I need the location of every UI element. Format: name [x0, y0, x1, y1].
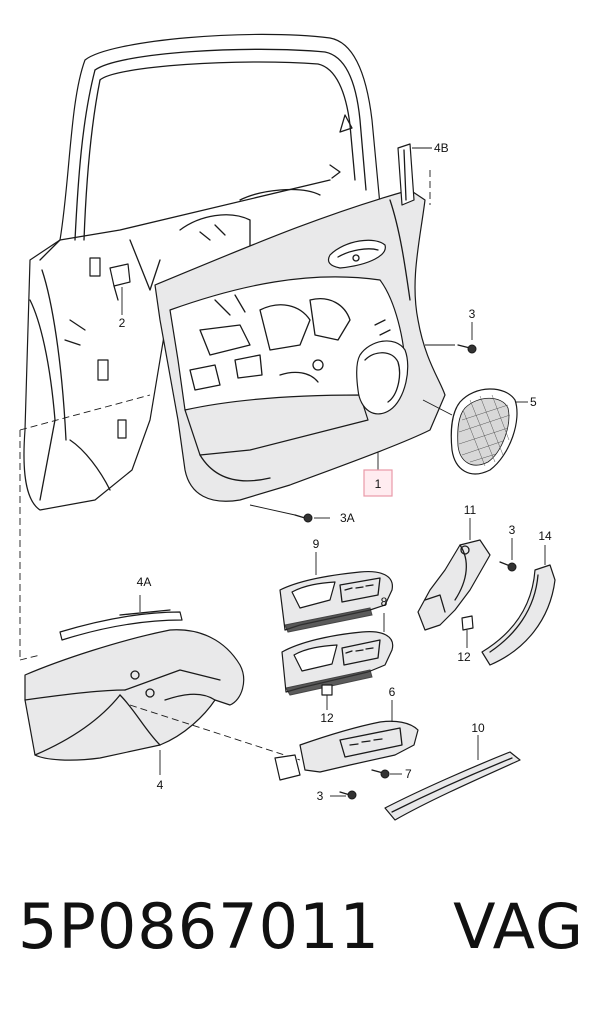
callout-5: 5: [530, 395, 537, 409]
footer: 5P0867011 VAG: [0, 890, 600, 1000]
callout-1: 1: [375, 477, 382, 491]
callout-3-top: 3: [469, 307, 476, 321]
trim-14: [481, 545, 556, 666]
strip-4b: [397, 143, 432, 206]
trim-strip-10: [384, 735, 521, 821]
door-trim-panel: [154, 189, 446, 502]
bracket-2: [109, 263, 131, 315]
exploded-parts-diagram: 1 2 3 3A 4B 5 9 8 11 3 14 12 4A 4 12 6 7…: [19, 33, 556, 821]
screw-7: [371, 769, 402, 779]
armrest-4: [24, 595, 245, 775]
part-number: 5P0867011: [18, 890, 380, 963]
callout-11: 11: [464, 503, 477, 517]
callout-4: 4: [157, 778, 164, 792]
callout-3-mid: 3: [509, 523, 516, 537]
callout-3-bottom: 3: [317, 789, 324, 803]
brand-name: VAG: [453, 890, 584, 963]
callout-labels: 1 2 3 3A 4B 5 9 8 11 3 14 12 4A 4 12 6 7…: [119, 141, 552, 803]
callout-9: 9: [313, 537, 320, 551]
callout-4b: 4B: [434, 141, 449, 155]
callout-6: 6: [389, 685, 396, 699]
callout-3a: 3A: [340, 511, 355, 525]
screw-3-mid: [499, 538, 517, 572]
handle-bracket-11: [417, 518, 491, 648]
screw-3-bottom: [330, 790, 357, 800]
callout-12-mid: 12: [320, 711, 334, 725]
callout-14: 14: [538, 529, 552, 543]
callout-box-1: [363, 469, 393, 497]
callout-12-right: 12: [457, 650, 471, 664]
callout-7: 7: [405, 767, 412, 781]
speaker-grille-5: [450, 388, 528, 475]
screw-3a: [249, 504, 330, 523]
callout-4a: 4A: [137, 575, 152, 589]
switch-panel-8: [281, 613, 394, 710]
switch-panel-9: [279, 552, 393, 633]
callout-10: 10: [471, 721, 485, 735]
handle-housing-6: [274, 700, 419, 781]
callout-2: 2: [119, 316, 126, 330]
callout-8: 8: [381, 595, 388, 609]
screw-3-top: [457, 322, 477, 354]
